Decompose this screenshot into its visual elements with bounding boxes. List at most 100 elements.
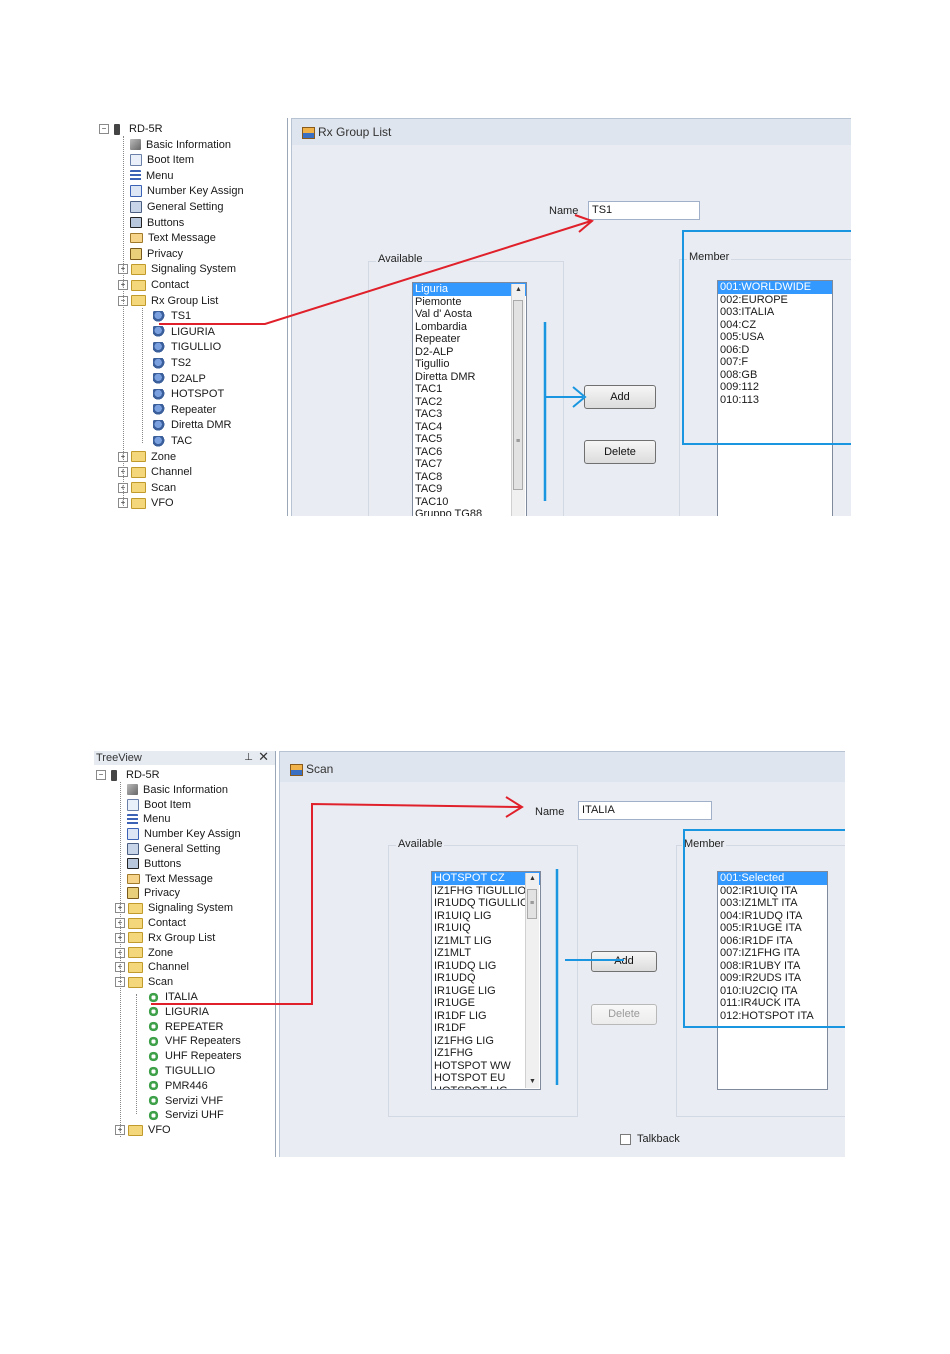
list-item[interactable]: 007:IZ1FHG ITA: [720, 947, 800, 959]
tree-node-basic-information[interactable]: Basic Information: [127, 783, 228, 798]
list-item[interactable]: 009:IR2UDS ITA: [720, 972, 802, 984]
list-item[interactable]: TAC2: [415, 395, 443, 408]
list-item[interactable]: TAC3: [415, 408, 443, 420]
list-item[interactable]: IR1UGE: [434, 997, 475, 1009]
list-item[interactable]: Lombardia: [415, 320, 467, 333]
tree-node-repeater[interactable]: REPEATER: [147, 1020, 223, 1035]
list-item[interactable]: 006:D: [720, 343, 750, 356]
list-item[interactable]: 001:WORLDWIDE: [718, 281, 832, 294]
list-item[interactable]: 003:ITALIA: [720, 306, 775, 318]
list-item[interactable]: IR1UGE LIG: [434, 984, 496, 997]
tree-node-number-key-assign[interactable]: Number Key Assign: [127, 827, 241, 842]
scroll-thumb[interactable]: ≡: [513, 300, 523, 490]
list-item[interactable]: 003:IZ1MLT ITA: [720, 897, 798, 909]
list-item[interactable]: Liguria: [413, 283, 526, 296]
scrollbar[interactable]: ▲ ≡: [511, 284, 525, 516]
list-item[interactable]: HOTSPOT EU: [434, 1072, 506, 1084]
tree-node-vfo[interactable]: +VFO: [118, 496, 174, 511]
tree-node-text-message[interactable]: Text Message: [127, 872, 213, 887]
list-item[interactable]: Gruppo TG88: [415, 508, 483, 516]
list-item[interactable]: 008:GB: [720, 368, 758, 381]
tree-node-buttons[interactable]: Buttons: [127, 857, 181, 872]
tree-node-ts1[interactable]: TS1: [153, 309, 191, 324]
list-item[interactable]: IR1DF LIG: [434, 1009, 487, 1022]
list-item[interactable]: TAC10: [415, 495, 449, 508]
tree-node-contact[interactable]: +Contact: [115, 916, 186, 931]
list-item[interactable]: TAC9: [415, 483, 443, 495]
tree-node-privacy[interactable]: Privacy: [130, 247, 183, 262]
tree-node-scan[interactable]: +Scan: [118, 481, 176, 496]
tree-node-root[interactable]: −RD-5R: [96, 768, 160, 783]
delete-button[interactable]: Delete: [591, 1004, 657, 1025]
tree-node-tigullio[interactable]: TIGULLIO: [153, 340, 221, 355]
name-input[interactable]: TS1: [588, 201, 700, 220]
list-item[interactable]: 010:113: [720, 393, 759, 406]
tree-node-uhf-repeaters[interactable]: UHF Repeaters: [147, 1049, 241, 1064]
tree-node-menu[interactable]: Menu: [130, 169, 174, 184]
list-item[interactable]: TAC1: [415, 383, 443, 395]
list-item[interactable]: 006:IR1DF ITA: [720, 934, 793, 947]
scrollbar[interactable]: ▲ ≡ ▼: [525, 873, 539, 1088]
tree-node-servizi-vhf[interactable]: Servizi VHF: [147, 1094, 223, 1109]
tree-node-contact[interactable]: +Contact: [118, 278, 189, 293]
list-item[interactable]: 004:CZ: [720, 318, 757, 331]
scroll-thumb[interactable]: ≡: [527, 889, 537, 919]
tree-node-repeater[interactable]: Repeater: [153, 403, 216, 418]
list-item[interactable]: HOTSPOT WW: [434, 1059, 511, 1072]
list-item[interactable]: 002:EUROPE: [720, 293, 788, 306]
list-item[interactable]: 004:IR1UDQ ITA: [720, 909, 803, 922]
list-item[interactable]: IZ1FHG LIG: [434, 1034, 494, 1047]
tree-node-root[interactable]: −RD-5R: [99, 122, 163, 137]
list-item[interactable]: TAC5: [415, 433, 443, 445]
list-item[interactable]: IR1UDQ LIG: [434, 959, 497, 972]
scroll-down-icon[interactable]: ▼: [529, 1078, 536, 1085]
add-button[interactable]: Add: [584, 385, 656, 409]
tree-node-italia[interactable]: ITALIA: [147, 990, 198, 1005]
tree-node-boot-item[interactable]: Boot Item: [127, 798, 191, 813]
collapse-icon[interactable]: −: [99, 124, 109, 135]
scroll-up-icon[interactable]: ▲: [515, 286, 522, 293]
tree-node-liguria[interactable]: LIGURIA: [153, 325, 215, 340]
collapse-icon[interactable]: −: [96, 770, 106, 781]
list-item[interactable]: 012:HOTSPOT ITA: [720, 1009, 814, 1022]
list-item[interactable]: IR1UIQ LIG: [434, 909, 492, 922]
list-item[interactable]: IZ1MLT LIG: [434, 934, 492, 947]
list-item[interactable]: Diretta DMR: [415, 370, 476, 383]
tree-node-pmr446[interactable]: PMR446: [147, 1079, 208, 1094]
list-item[interactable]: TAC8: [415, 470, 443, 483]
list-item[interactable]: IZ1FHG: [434, 1047, 474, 1059]
tree-node-vhf-repeaters[interactable]: VHF Repeaters: [147, 1034, 241, 1049]
list-item[interactable]: TAC6: [415, 445, 443, 458]
tree-node-d2alp[interactable]: D2ALP: [153, 372, 206, 387]
list-item[interactable]: 011:IR4UCK ITA: [720, 997, 801, 1009]
tree-node-signaling-system[interactable]: +Signaling System: [115, 901, 233, 916]
list-item[interactable]: 001:Selected: [718, 872, 827, 885]
list-item[interactable]: IZ1FHG TIGULLIO: [434, 884, 527, 897]
list-item[interactable]: Val d' Aosta: [415, 308, 472, 320]
tree-node-zone[interactable]: +Zone: [118, 450, 176, 465]
tree-node-rx-group-list[interactable]: +Rx Group List: [115, 931, 215, 946]
tree-node-buttons[interactable]: Buttons: [130, 216, 184, 231]
list-item[interactable]: 009:112: [720, 381, 759, 393]
list-item[interactable]: Tigullio: [415, 358, 450, 370]
tree-node-general-setting[interactable]: General Setting: [127, 842, 220, 857]
tree-node-tigullio[interactable]: TIGULLIO: [147, 1064, 215, 1079]
list-item[interactable]: IZ1MLT: [434, 947, 472, 959]
tree-node-hotspot[interactable]: HOTSPOT: [153, 387, 224, 402]
list-item[interactable]: TAC7: [415, 458, 443, 470]
list-item[interactable]: HOTSPOT CZ: [432, 872, 540, 885]
list-item[interactable]: HOTSPOT LIG: [432, 1085, 540, 1090]
tree-node-liguria[interactable]: LIGURIA: [147, 1005, 209, 1020]
tree-node-text-message[interactable]: Text Message: [130, 231, 216, 246]
list-item[interactable]: 005:IR1UGE ITA: [720, 922, 802, 934]
scroll-up-icon[interactable]: ▲: [529, 875, 536, 882]
tree-node-scan[interactable]: −Scan: [115, 975, 173, 990]
tree-node-diretta-dmr[interactable]: Diretta DMR: [153, 418, 232, 433]
list-item[interactable]: Repeater: [415, 333, 461, 345]
tree-node-rx-group-list[interactable]: −Rx Group List: [118, 294, 218, 309]
tree-node-tac[interactable]: TAC: [153, 434, 192, 449]
list-item[interactable]: IR1UDQ: [434, 972, 476, 984]
tree-node-boot-item[interactable]: Boot Item: [130, 153, 194, 168]
